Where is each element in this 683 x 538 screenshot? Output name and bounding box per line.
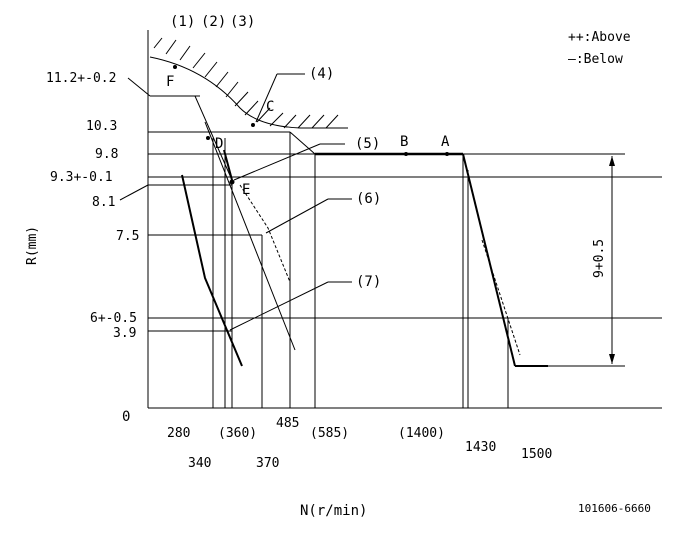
point-a-dot	[445, 152, 449, 156]
x-tick-585: (585)	[310, 426, 349, 441]
callout-5-arrowline	[233, 143, 321, 181]
point-c-label: C	[266, 99, 274, 115]
curve-to-full-load	[289, 131, 316, 155]
y-tick-8.1-leader	[119, 184, 149, 201]
x-tick-280: 280	[167, 426, 190, 441]
point-f-label: F	[166, 74, 174, 90]
stopper-hatch-region	[149, 37, 348, 129]
legend-below: —:Below	[568, 52, 623, 67]
x-tick-1500: 1500	[521, 447, 552, 462]
label-6: (6)	[356, 191, 381, 207]
point-a-label: A	[441, 134, 450, 150]
curve-left	[181, 174, 243, 367]
label-1: (1)	[170, 14, 195, 30]
x-tick-1400: (1400)	[398, 426, 445, 441]
dimension-label: 9+0.5	[592, 239, 607, 278]
curve-high-idle-dashed	[481, 239, 521, 356]
point-b-label: B	[400, 134, 408, 150]
point-d-label: D	[215, 136, 223, 152]
curve-mid	[223, 149, 233, 181]
x-tick-370: 370	[256, 456, 279, 471]
curve-main-governor	[152, 95, 233, 181]
y-axis-label: R(mm)	[25, 226, 40, 265]
callout-4-arrowline	[255, 73, 278, 123]
x-axis-label: N(r/min)	[300, 503, 367, 519]
x-tick-1430: 1430	[465, 440, 496, 455]
point-d-dot	[206, 136, 210, 140]
y-tick-11.2-leader	[127, 77, 151, 97]
legend-above: ++:Above	[568, 30, 631, 45]
point-e-dot	[229, 179, 235, 185]
y-tick-11.2: 11.2+-0.2	[46, 71, 116, 86]
x-tick-340: 340	[188, 456, 211, 471]
curve-dashed-6	[239, 184, 291, 283]
label-7: (7)	[356, 274, 381, 290]
point-b-dot	[404, 152, 408, 156]
y-tick-9.3: 9.3+-0.1	[50, 170, 113, 185]
y-tick-3.9: 3.9	[113, 326, 136, 341]
curve-upper	[204, 121, 296, 351]
doc-code: 101606-6660	[578, 502, 651, 515]
y-tick-9.8: 9.8	[95, 147, 118, 162]
x-tick-485: 485	[276, 416, 299, 431]
origin-label: 0	[122, 409, 130, 425]
point-e-label: E	[242, 182, 250, 198]
label-2: (2)	[201, 14, 226, 30]
label-4: (4)	[309, 66, 334, 82]
label-3: (3)	[230, 14, 255, 30]
x-tick-360: (360)	[218, 426, 257, 441]
y-tick-6: 6+-0.5	[90, 311, 137, 326]
point-f-dot	[173, 65, 177, 69]
y-tick-8.1: 8.1	[92, 195, 115, 210]
dim-arrow-down	[609, 354, 615, 364]
point-c-dot	[251, 123, 255, 127]
y-tick-7.5: 7.5	[116, 229, 139, 244]
dim-arrow-up	[609, 156, 615, 166]
callout-7-arrowline	[229, 281, 329, 331]
y-tick-10.3: 10.3	[86, 119, 117, 134]
callout-6-arrowline	[265, 198, 329, 234]
label-5: (5)	[355, 136, 380, 152]
